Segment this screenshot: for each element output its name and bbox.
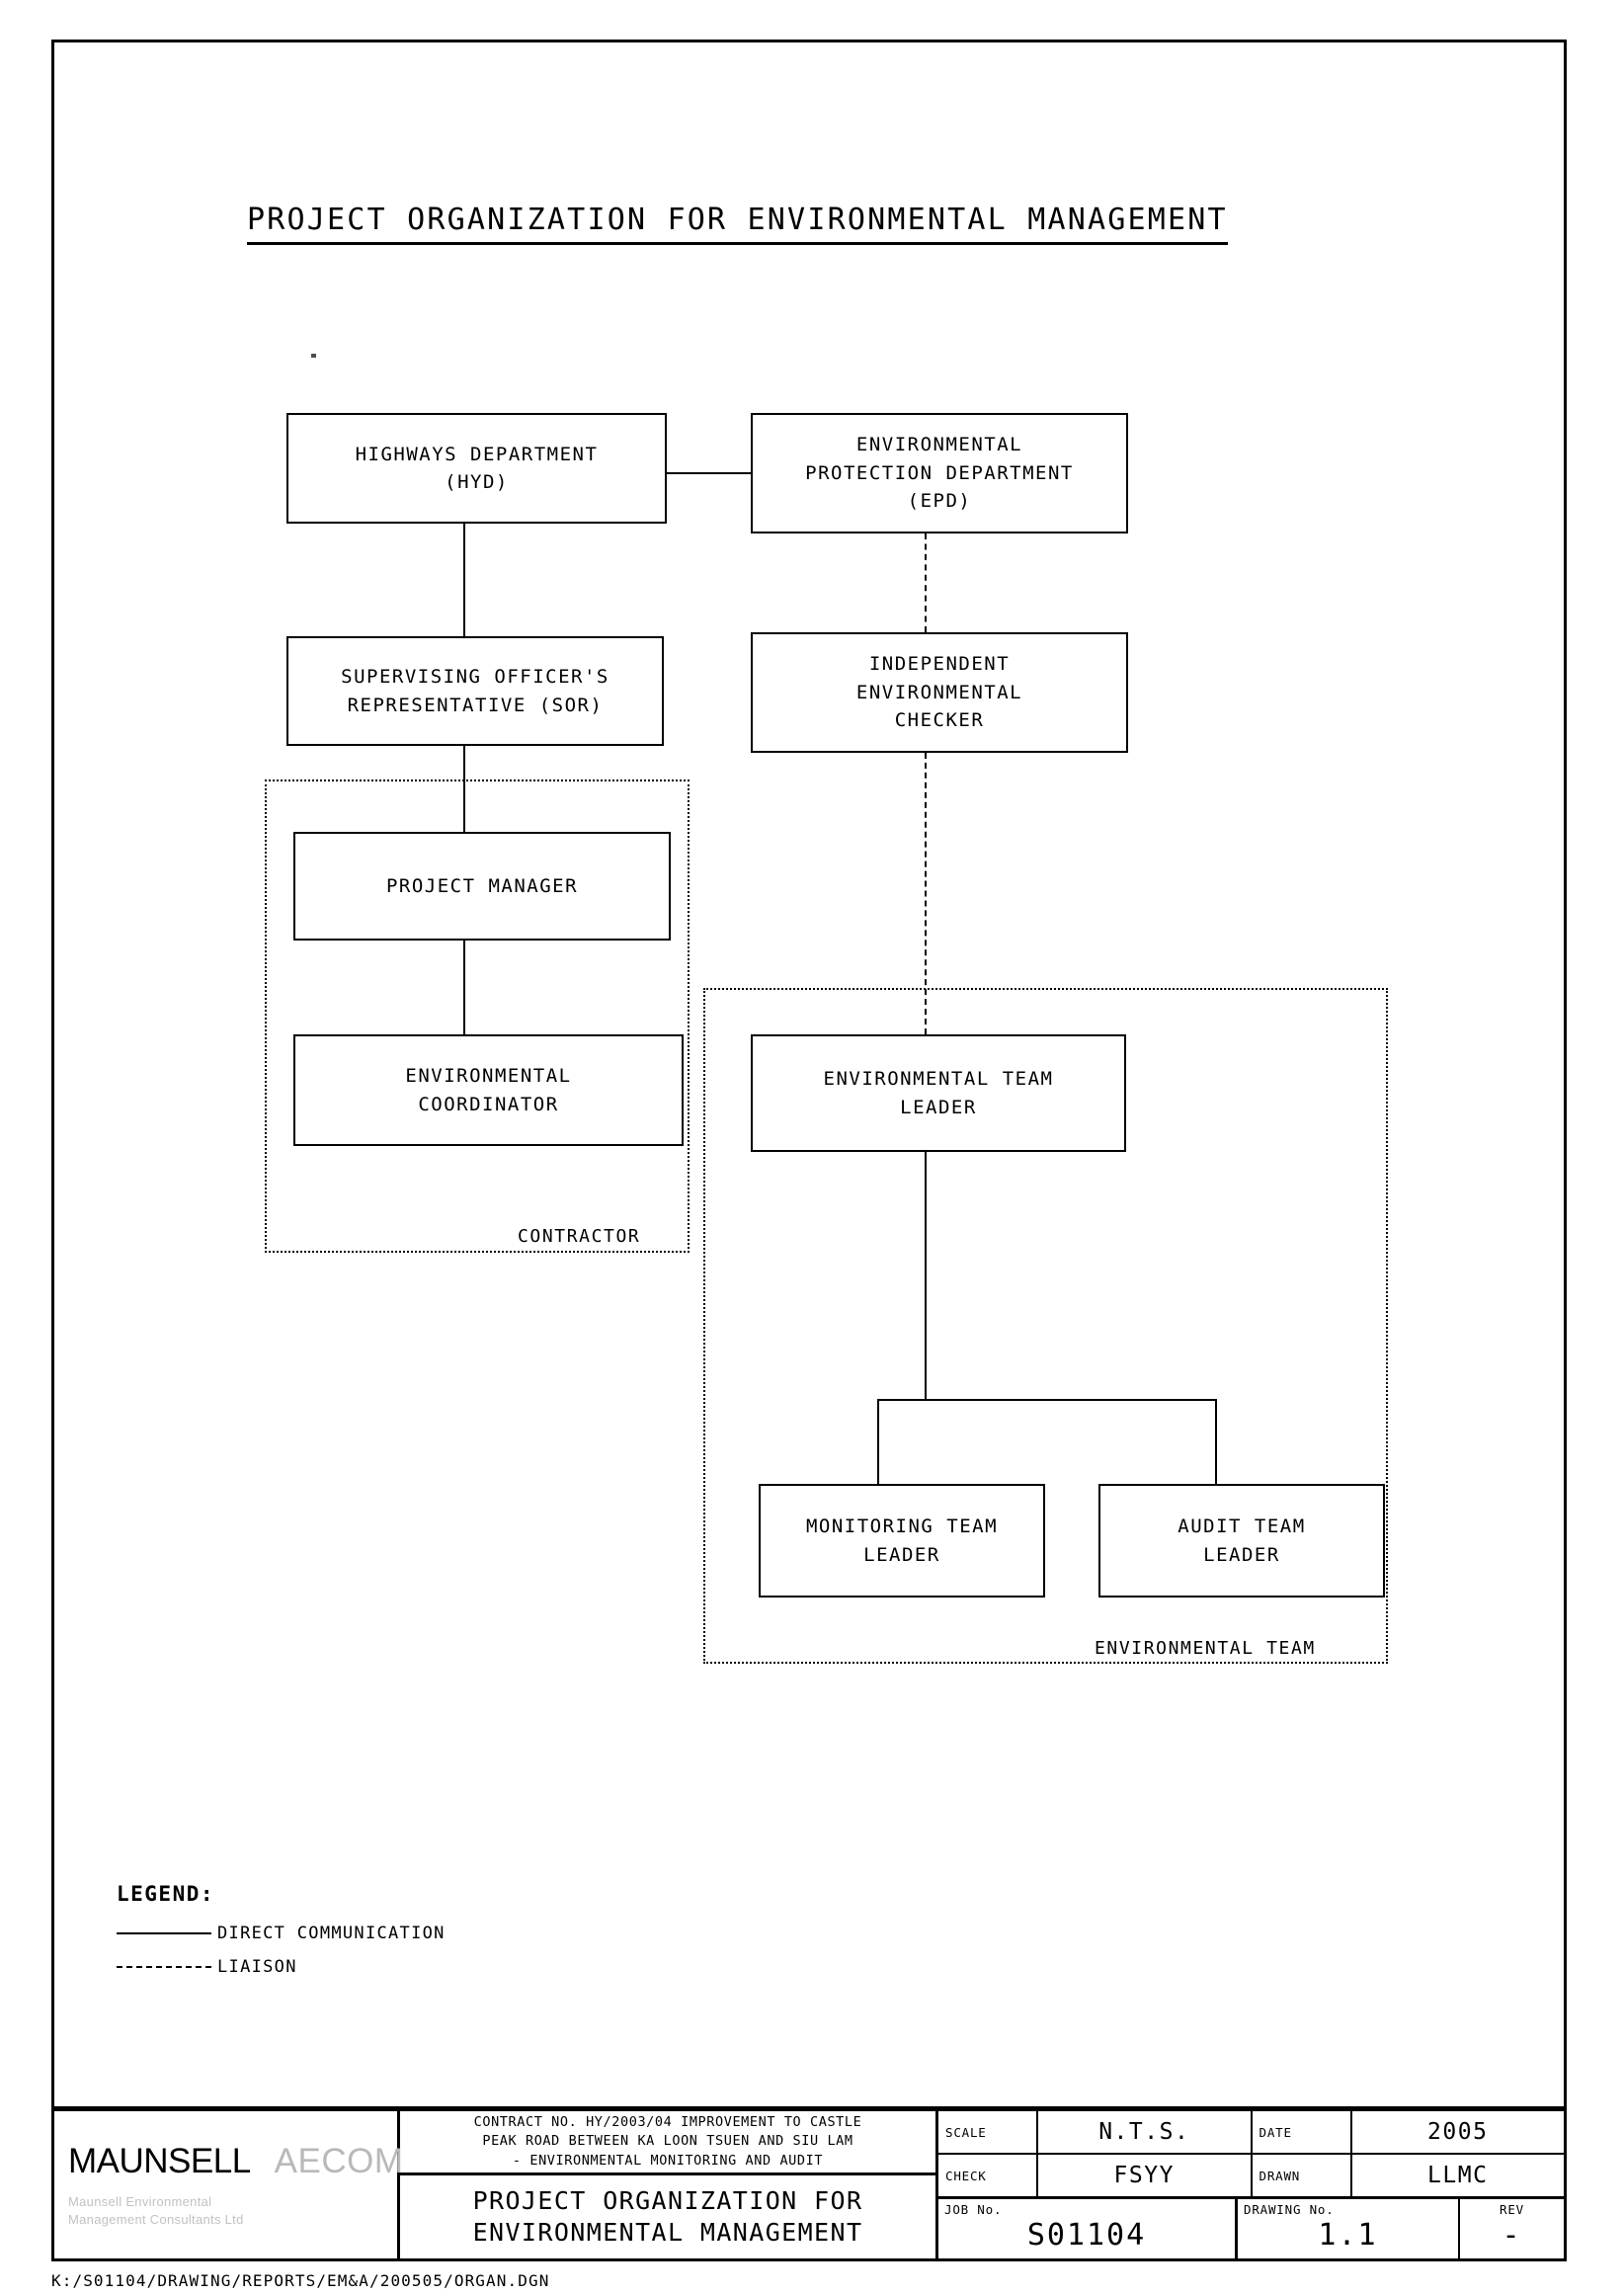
solid-line-icon [117, 1932, 211, 1934]
date-label: DATE [1253, 2111, 1352, 2153]
connector-sor-pm [463, 746, 465, 832]
logo-subtitle-line-1: Maunsell Environmental [68, 2193, 212, 2209]
node-label: SUPERVISING OFFICER'S REPRESENTATIVE (SO… [341, 666, 609, 716]
legend-item-label: LIAISON [217, 1957, 297, 1977]
node-environmental-coordinator[interactable]: ENVIRONMENTAL COORDINATOR [293, 1034, 684, 1146]
node-environmental-protection-department[interactable]: ENVIRONMENTAL PROTECTION DEPARTMENT (EPD… [751, 413, 1128, 533]
title-block: MAUNSELL AECOM Maunsell Environmental Ma… [51, 2108, 1567, 2261]
connector-epd-iec [925, 533, 927, 632]
scan-artifact [311, 354, 316, 358]
job-number-field: JOB No. S01104 [938, 2199, 1238, 2258]
node-label: MONITORING TEAM LEADER [805, 1516, 999, 1566]
connector-bar-mtl [877, 1399, 879, 1484]
title-block-fields-lower: JOB No. S01104 DRAWING No. 1.1 REV - [938, 2199, 1564, 2258]
contract-line-1: CONTRACT NO. HY/2003/04 IMPROVEMENT TO C… [473, 2113, 862, 2130]
legend-item-label: DIRECT COMMUNICATION [217, 1924, 446, 1943]
title-block-drawing-title: PROJECT ORGANIZATION FOR ENVIRONMENTAL M… [400, 2175, 935, 2258]
logo-row: MAUNSELL AECOM [68, 2141, 403, 2183]
logo-subtitle: Maunsell Environmental Management Consul… [68, 2193, 397, 2228]
group-frame-environmental-team [703, 988, 1388, 1664]
contract-line-2: PEAK ROAD BETWEEN KA LOON TSUEN AND SIU … [482, 2133, 853, 2150]
title-block-fields: SCALE N.T.S. DATE 2005 CHECK FSYY DRAWN … [938, 2111, 1564, 2258]
node-audit-team-leader[interactable]: AUDIT TEAM LEADER [1098, 1484, 1385, 1598]
drawing-title-line-2: ENVIRONMENTAL MANAGEMENT [472, 2218, 863, 2247]
row-check-drawn: CHECK FSYY DRAWN LLMC [938, 2155, 1564, 2196]
drawn-value: LLMC [1427, 2163, 1489, 2188]
drawing-number-value: 1.1 [1318, 2218, 1378, 2253]
connector-etl-down [925, 1152, 927, 1400]
node-monitoring-team-leader[interactable]: MONITORING TEAM LEADER [759, 1484, 1045, 1598]
node-label: AUDIT TEAM LEADER [1177, 1516, 1306, 1566]
revision-label: REV [1500, 2202, 1524, 2217]
scale-value: N.T.S. [1038, 2111, 1253, 2153]
page-title: PROJECT ORGANIZATION FOR ENVIRONMENTAL M… [247, 203, 1228, 245]
contract-line-3: - ENVIRONMENTAL MONITORING AND AUDIT [512, 2152, 824, 2169]
legend-item-liaison: LIAISON [117, 1957, 446, 1977]
contract-description: CONTRACT NO. HY/2003/04 IMPROVEMENT TO C… [400, 2111, 935, 2175]
drawing-number-field: DRAWING No. 1.1 [1238, 2199, 1460, 2258]
connector-hyd-epd [667, 472, 751, 474]
revision-field: REV - [1460, 2199, 1564, 2258]
group-label-environmental-team: ENVIRONMENTAL TEAM [1091, 1638, 1320, 1659]
legend-title: LEGEND: [117, 1882, 215, 1906]
connector-hyd-sor [463, 524, 465, 636]
node-label: ENVIRONMENTAL COORDINATOR [405, 1065, 572, 1115]
job-number-label: JOB No. [944, 2202, 1003, 2217]
file-path-footer: K:/S01104/DRAWING/REPORTS/EM&A/200505/OR… [51, 2271, 550, 2290]
job-number-value: S01104 [1026, 2218, 1147, 2253]
node-supervising-officers-representative[interactable]: SUPERVISING OFFICER'S REPRESENTATIVE (SO… [286, 636, 664, 746]
drawing-number-label: DRAWING No. [1244, 2202, 1335, 2217]
row-scale-date: SCALE N.T.S. DATE 2005 [938, 2111, 1564, 2155]
node-highways-department[interactable]: HIGHWAYS DEPARTMENT (HYD) [286, 413, 667, 524]
connector-team-bar [877, 1399, 1217, 1401]
revision-value: - [1502, 2218, 1522, 2253]
node-label: HIGHWAYS DEPARTMENT (HYD) [355, 443, 599, 494]
node-label: ENVIRONMENTAL PROTECTION DEPARTMENT (EPD… [805, 434, 1074, 513]
title-block-description: CONTRACT NO. HY/2003/04 IMPROVEMENT TO C… [400, 2111, 938, 2258]
group-label-contractor: CONTRACTOR [514, 1226, 645, 1247]
group-frame-contractor [265, 779, 690, 1253]
date-value: 2005 [1427, 2119, 1489, 2145]
logo-aecom-text: AECOM [274, 2141, 404, 2180]
check-value: FSYY [1038, 2155, 1253, 2196]
dashed-line-icon [117, 1966, 211, 1968]
company-logo: MAUNSELL AECOM Maunsell Environmental Ma… [54, 2111, 403, 2258]
legend: LEGEND: DIRECT COMMUNICATION LIAISON [117, 1882, 446, 1991]
node-label: PROJECT MANAGER [385, 874, 579, 897]
title-block-fields-upper: SCALE N.T.S. DATE 2005 CHECK FSYY DRAWN … [938, 2111, 1564, 2199]
connector-iec-etl [925, 753, 927, 1034]
node-label: ENVIRONMENTAL TEAM LEADER [823, 1068, 1054, 1118]
legend-item-direct-communication: DIRECT COMMUNICATION [117, 1924, 446, 1943]
logo-subtitle-line-2: Management Consultants Ltd [68, 2211, 244, 2227]
logo-maunsell-text: MAUNSELL [68, 2141, 251, 2180]
node-environmental-team-leader[interactable]: ENVIRONMENTAL TEAM LEADER [751, 1034, 1126, 1152]
sheet-border [51, 40, 1567, 2109]
drawing-title-line-1: PROJECT ORGANIZATION FOR [472, 2185, 863, 2215]
node-project-manager[interactable]: PROJECT MANAGER [293, 832, 671, 941]
check-label: CHECK [938, 2155, 1038, 2196]
node-independent-environmental-checker[interactable]: INDEPENDENT ENVIRONMENTAL CHECKER [751, 632, 1128, 753]
connector-bar-atl [1215, 1399, 1217, 1484]
drawn-label: DRAWN [1253, 2155, 1352, 2196]
scale-label: SCALE [938, 2111, 1038, 2153]
node-label: INDEPENDENT ENVIRONMENTAL CHECKER [855, 653, 1023, 732]
connector-pm-ec [463, 941, 465, 1034]
